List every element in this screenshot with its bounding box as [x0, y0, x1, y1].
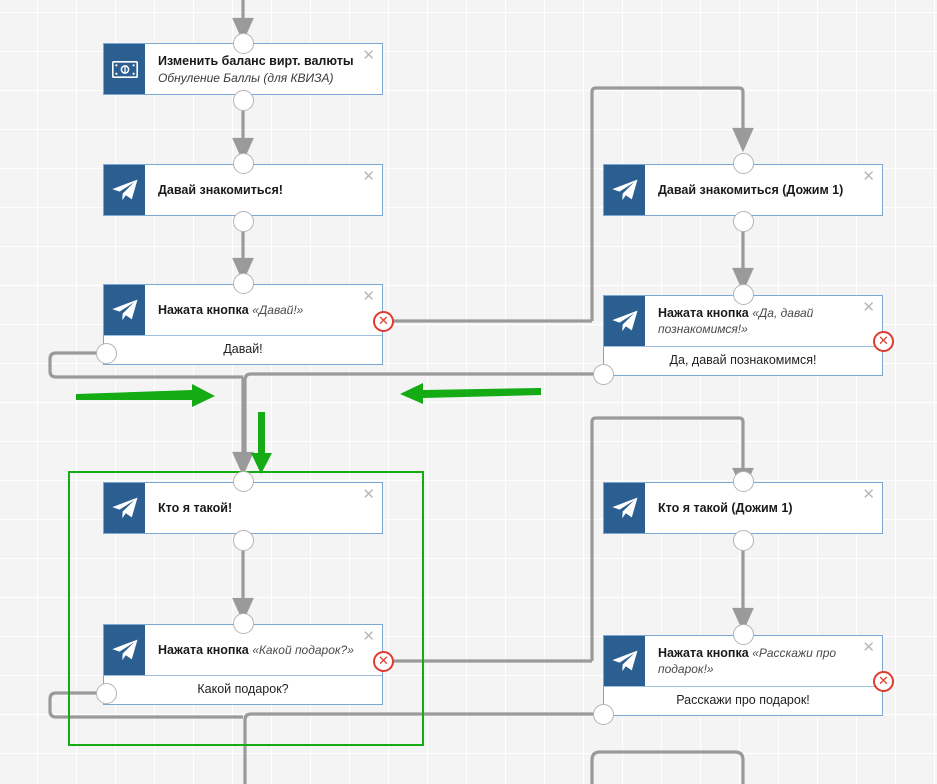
- node-card[interactable]: Нажата кнопка «Да, давай познакомимся!» …: [603, 295, 883, 376]
- delete-badge[interactable]: ✕: [373, 651, 394, 672]
- telegram-icon: [104, 165, 145, 215]
- node-title: Давай знакомиться!: [158, 183, 283, 197]
- node-title-quoted: «Какой подарок?»: [252, 643, 354, 657]
- selection-rectangle-annotation: [68, 471, 424, 746]
- node-port-in[interactable]: [233, 613, 254, 634]
- node-title-prefix: Нажата кнопка: [658, 646, 749, 660]
- node-body: Кто я такой (Дожим 1) ✕: [604, 483, 882, 533]
- node-answer[interactable]: Какой подарок?: [104, 675, 382, 704]
- node-port-answer-out[interactable]: [593, 704, 614, 725]
- node-card[interactable]: Нажата кнопка «Расскажи про подарок!» ✕ …: [603, 635, 883, 716]
- node-port-out[interactable]: [233, 211, 254, 232]
- delete-badge[interactable]: ✕: [873, 331, 894, 352]
- close-icon[interactable]: ✕: [362, 287, 375, 305]
- node-title: Нажата кнопка «Какой подарок?»: [158, 642, 356, 658]
- node-body: Нажата кнопка «Давай!» ✕: [104, 285, 382, 335]
- node-port-out[interactable]: [733, 211, 754, 232]
- node-port-in[interactable]: [233, 33, 254, 54]
- node-port-out[interactable]: [233, 90, 254, 111]
- node-text: Нажата кнопка «Да, давай познакомимся!»: [645, 296, 882, 346]
- node-title: Изменить баланс вирт. валюты: [158, 53, 354, 68]
- telegram-icon: [104, 483, 145, 533]
- node-body: Изменить баланс вирт. валюты Обнуление Б…: [104, 44, 382, 94]
- node-text: Давай знакомиться (Дожим 1): [645, 165, 882, 215]
- node-title-quoted: «Да, давай познакомимся!»: [658, 306, 814, 336]
- node-port-in[interactable]: [233, 153, 254, 174]
- node-port-in[interactable]: [733, 284, 754, 305]
- node-answer[interactable]: Да, давай познакомимся!: [604, 346, 882, 375]
- node-text: Нажата кнопка «Какой подарок?»: [145, 625, 382, 675]
- node-port-answer-out[interactable]: [593, 364, 614, 385]
- node-card[interactable]: Кто я такой (Дожим 1) ✕: [603, 482, 883, 534]
- node-title-quoted: «Расскажи про подарок!»: [658, 646, 837, 676]
- node-title: Нажата кнопка «Расскажи про подарок!»: [658, 645, 856, 677]
- telegram-icon: [604, 296, 645, 346]
- close-icon[interactable]: ✕: [362, 485, 375, 503]
- close-icon[interactable]: ✕: [862, 298, 875, 316]
- node-title-quoted: «Давай!»: [252, 303, 304, 317]
- node-port-out[interactable]: [233, 530, 254, 551]
- node-port-in[interactable]: [733, 471, 754, 492]
- node-title-prefix: Нажата кнопка: [158, 303, 249, 317]
- node-title: Давай знакомиться (Дожим 1): [658, 183, 844, 197]
- telegram-icon: [604, 483, 645, 533]
- node-port-in[interactable]: [233, 471, 254, 492]
- node-text: Изменить баланс вирт. валюты Обнуление Б…: [145, 44, 382, 94]
- node-body: Давай знакомиться! ✕: [104, 165, 382, 215]
- node-title: Кто я такой!: [158, 501, 233, 515]
- node-port-in[interactable]: [733, 153, 754, 174]
- node-title: Кто я такой (Дожим 1): [658, 501, 793, 515]
- node-text: Кто я такой (Дожим 1): [645, 483, 882, 533]
- telegram-icon: [104, 285, 145, 335]
- delete-badge-x: ✕: [378, 314, 389, 329]
- node-port-answer-out[interactable]: [96, 343, 117, 364]
- node-title-prefix: Нажата кнопка: [658, 306, 749, 320]
- banknote-icon: [104, 44, 145, 94]
- close-icon[interactable]: ✕: [862, 638, 875, 656]
- arrow-right-annotation: [76, 384, 215, 407]
- delete-badge-x: ✕: [878, 334, 889, 349]
- node-text: Нажата кнопка «Расскажи про подарок!»: [645, 636, 882, 686]
- node-text: Кто я такой!: [145, 483, 382, 533]
- close-icon[interactable]: ✕: [362, 627, 375, 645]
- node-title-prefix: Нажата кнопка: [158, 643, 249, 657]
- node-body: Давай знакомиться (Дожим 1) ✕: [604, 165, 882, 215]
- node-answer[interactable]: Давай!: [104, 335, 382, 364]
- node-title: Нажата кнопка «Давай!»: [158, 302, 356, 318]
- node-port-in[interactable]: [733, 624, 754, 645]
- node-text: Давай знакомиться!: [145, 165, 382, 215]
- telegram-icon: [104, 625, 145, 675]
- delete-badge[interactable]: ✕: [873, 671, 894, 692]
- node-card[interactable]: Нажата кнопка «Давай!» ✕ Давай!: [103, 284, 383, 365]
- close-icon[interactable]: ✕: [362, 46, 375, 64]
- node-title: Нажата кнопка «Да, давай познакомимся!»: [658, 305, 856, 337]
- node-port-answer-out[interactable]: [96, 683, 117, 704]
- close-icon[interactable]: ✕: [862, 167, 875, 185]
- node-card[interactable]: Нажата кнопка «Какой подарок?» ✕ Какой п…: [103, 624, 383, 705]
- node-body: Нажата кнопка «Какой подарок?» ✕: [104, 625, 382, 675]
- node-port-in[interactable]: [233, 273, 254, 294]
- delete-badge-x: ✕: [378, 654, 389, 669]
- arrow-down-annotation: [251, 412, 272, 474]
- close-icon[interactable]: ✕: [862, 485, 875, 503]
- telegram-icon: [604, 165, 645, 215]
- node-subtitle: Обнуление Баллы (для КВИЗА): [158, 70, 334, 85]
- node-body: Нажата кнопка «Да, давай познакомимся!» …: [604, 296, 882, 346]
- node-body: Нажата кнопка «Расскажи про подарок!» ✕: [604, 636, 882, 686]
- arrow-left-annotation: [400, 383, 541, 404]
- delete-badge[interactable]: ✕: [373, 311, 394, 332]
- telegram-icon: [604, 636, 645, 686]
- node-answer[interactable]: Расскажи про подарок!: [604, 686, 882, 715]
- node-text: Нажата кнопка «Давай!»: [145, 285, 382, 335]
- delete-badge-x: ✕: [878, 674, 889, 689]
- close-icon[interactable]: ✕: [362, 167, 375, 185]
- node-port-out[interactable]: [733, 530, 754, 551]
- node-card[interactable]: Изменить баланс вирт. валюты Обнуление Б…: [103, 43, 383, 95]
- node-body: Кто я такой! ✕: [104, 483, 382, 533]
